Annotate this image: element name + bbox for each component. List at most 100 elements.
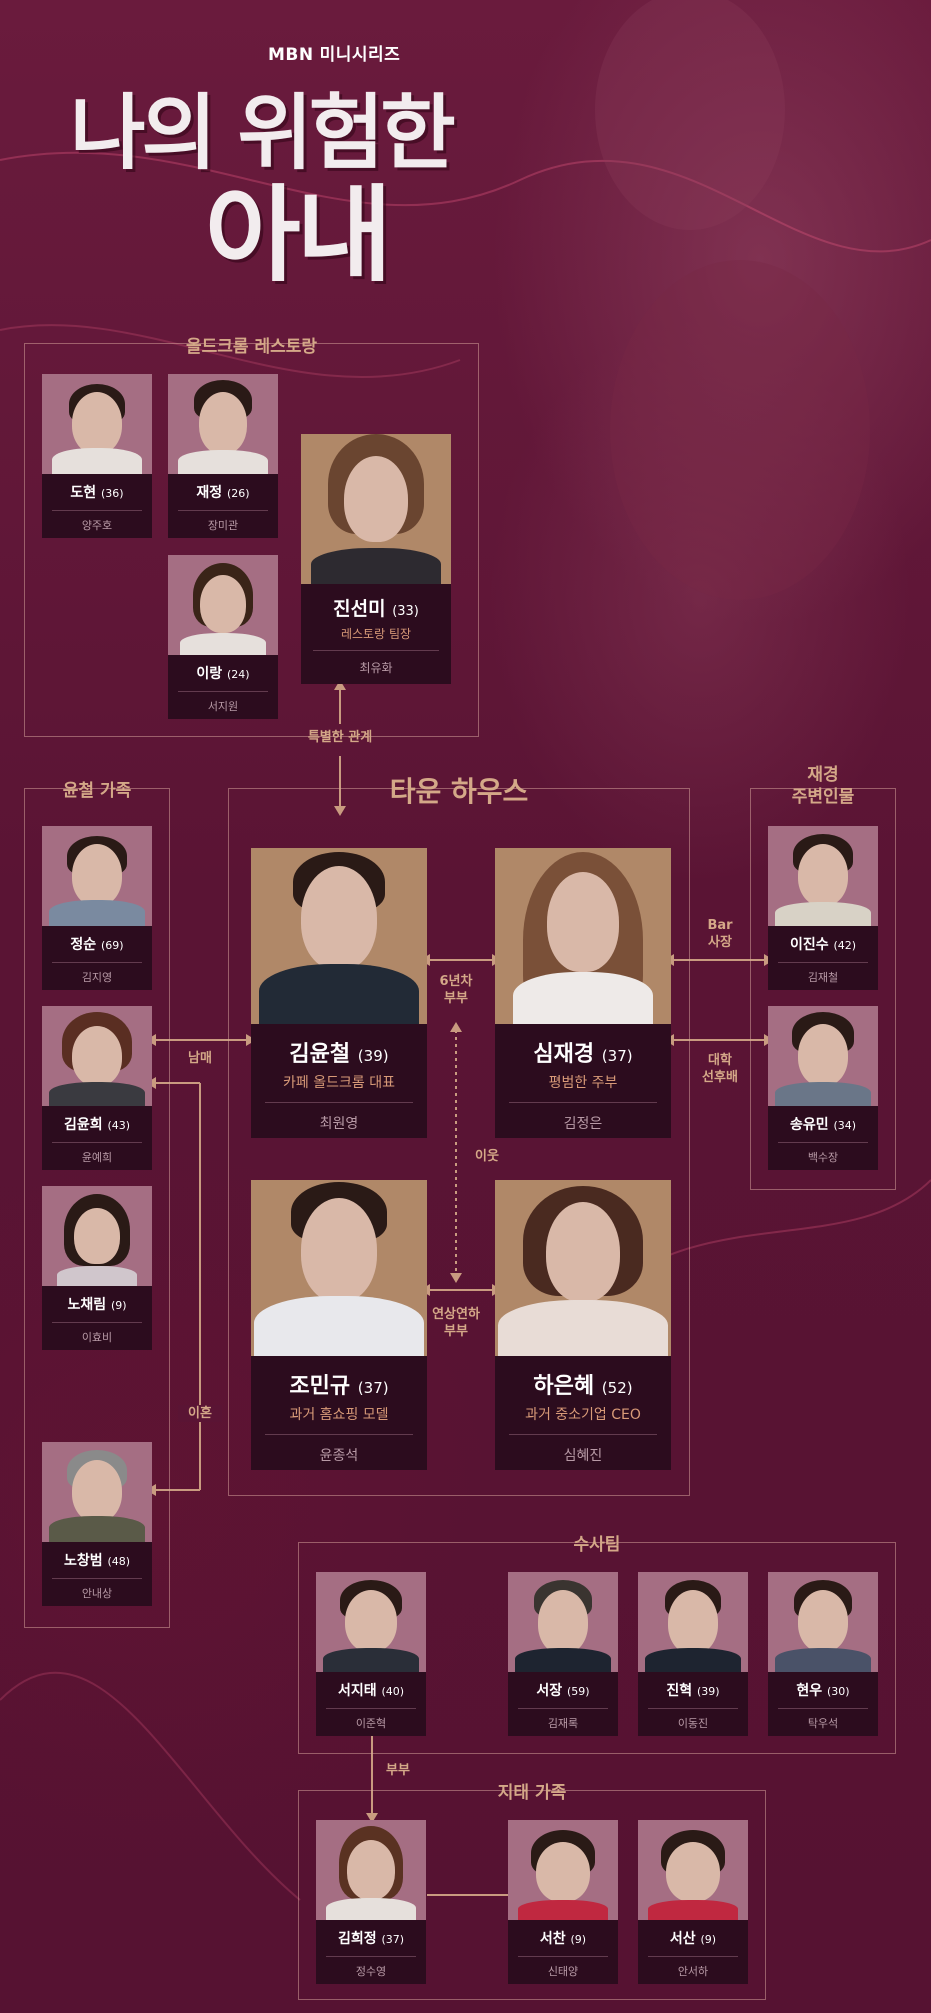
jinsunmi-role: 레스토랑 팀장 <box>340 627 412 641</box>
hyunwoo-name: 현우 (30) <box>796 1683 850 1699</box>
card-nochaerim[interactable]: 노채림 (9)이효비 <box>42 1186 152 1350</box>
relation-couple: 부부 <box>386 1763 410 1778</box>
card-dohyun[interactable]: 도현 (36)양주호 <box>42 374 152 538</box>
card-seojang[interactable]: 서장 (59) 김재록 <box>508 1572 618 1736</box>
nochaerim-actor: 이효비 <box>52 1322 142 1345</box>
seojitae-photo <box>316 1572 426 1672</box>
seochan-name: 서찬 (9) <box>539 1931 587 1947</box>
relation-special: 특별한 관계 <box>307 730 373 745</box>
card-leejinsoo[interactable]: 이진수 (42) 김재철 <box>768 826 878 990</box>
hyunwoo-photo <box>768 1572 878 1672</box>
jungsoon-name: 정순 (69) <box>70 937 124 953</box>
seojitae-name: 서지태 (40) <box>337 1683 405 1699</box>
card-songyumin[interactable]: 송유민 (34) 백수장 <box>768 1006 878 1170</box>
jaejung-actor: 장미관 <box>178 510 268 533</box>
nochangbum-name: 노창범 (48) <box>63 1553 131 1569</box>
kimyunhee-photo <box>42 1006 152 1106</box>
seosan-actor: 안서하 <box>648 1956 738 1979</box>
card-seochan[interactable]: 서찬 (9) 신태양 <box>508 1820 618 1984</box>
seojitae-actor: 이준혁 <box>326 1708 416 1731</box>
nochangbum-actor: 안내상 <box>52 1578 142 1601</box>
shimjaekyung-actor: 김정은 <box>509 1102 657 1133</box>
relation-divorce: 이혼 <box>178 1405 222 1422</box>
songyumin-photo <box>768 1006 878 1106</box>
kimyuncheol-name: 김윤철 (39) <box>289 1042 389 1067</box>
nochangbum-photo <box>42 1442 152 1542</box>
relation-neighbors: 이웃 <box>475 1149 499 1164</box>
card-jungsoon[interactable]: 정순 (69)김지영 <box>42 826 152 990</box>
shimjaekyung-role: 평범한 주부 <box>548 1075 618 1091</box>
card-seojitae[interactable]: 서지태 (40) 이준혁 <box>316 1572 426 1736</box>
group-jaekyung-people <box>750 788 896 1190</box>
seojang-photo <box>508 1572 618 1672</box>
jaejung-name: 재정 (26) <box>196 485 250 501</box>
haeunhye-photo <box>495 1180 671 1356</box>
irang-photo <box>168 555 278 655</box>
kimheejung-actor: 정수영 <box>326 1956 416 1979</box>
leejinsoo-actor: 김재철 <box>778 962 868 985</box>
seojang-actor: 김재록 <box>518 1708 608 1731</box>
songyumin-name: 송유민 (34) <box>789 1117 857 1133</box>
seosan-photo <box>638 1820 748 1920</box>
hyunwoo-actor: 탁우석 <box>778 1708 868 1731</box>
kimheejung-photo <box>316 1820 426 1920</box>
shimjaekyung-photo <box>495 848 671 1024</box>
kimyunhee-name: 김윤희 (43) <box>63 1117 131 1133</box>
jinsunmi-name: 진선미 (33) <box>333 598 419 620</box>
jinhyuk-name: 진혁 (39) <box>666 1683 720 1699</box>
irang-actor: 서지원 <box>178 691 268 714</box>
leejinsoo-name: 이진수 (42) <box>789 937 857 953</box>
jominkyu-name: 조민규 (37) <box>289 1374 389 1399</box>
jinhyuk-photo <box>638 1572 748 1672</box>
jinsunmi-photo <box>301 434 451 584</box>
haeunhye-role: 과거 중소기업 CEO <box>525 1407 641 1423</box>
jominkyu-role: 과거 홈쇼핑 모델 <box>289 1407 389 1423</box>
kimyuncheol-actor: 최원영 <box>265 1102 413 1133</box>
card-kimheejung[interactable]: 김희정 (37) 정수영 <box>316 1820 426 1984</box>
jinhyuk-actor: 이동진 <box>648 1708 738 1731</box>
kimheejung-name: 김희정 (37) <box>337 1931 405 1947</box>
group-investigation <box>298 1542 896 1754</box>
songyumin-actor: 백수장 <box>778 1142 868 1165</box>
jinsunmi-actor: 최유화 <box>313 650 439 676</box>
jaejung-photo <box>168 374 278 474</box>
group-restaurant <box>24 343 479 737</box>
group-jitae-family <box>298 1790 766 2000</box>
card-irang[interactable]: 이랑 (24)서지원 <box>168 555 278 719</box>
card-hyunwoo[interactable]: 현우 (30) 탁우석 <box>768 1572 878 1736</box>
haeunhye-name: 하은혜 (52) <box>533 1374 633 1399</box>
seochan-photo <box>508 1820 618 1920</box>
group-label-investigation: 수사팀 <box>573 1535 621 1555</box>
haeunhye-actor: 심혜진 <box>509 1434 657 1465</box>
drama-title-line1: 나의 위험한 <box>70 86 456 181</box>
card-jaejung[interactable]: 재정 (26) 장미관 <box>168 374 278 538</box>
relation-siblings: 남매 <box>188 1051 212 1066</box>
kimyuncheol-role: 카페 올드크롬 대표 <box>283 1075 395 1091</box>
group-label-yuncheol-family: 윤철 가족 <box>62 781 132 801</box>
kimyuncheol-photo <box>251 848 427 1024</box>
shimjaekyung-name: 심재경 (37) <box>533 1042 633 1067</box>
card-haeunhye[interactable]: 하은혜 (52) 과거 중소기업 CEO 심혜진 <box>495 1180 671 1470</box>
group-label-townhouse: 타운 하우스 <box>389 775 529 808</box>
seochan-actor: 신태양 <box>518 1956 608 1979</box>
card-kimyunhee[interactable]: 김윤희 (43) 윤예희 <box>42 1006 152 1170</box>
jominkyu-actor: 윤종석 <box>265 1434 413 1465</box>
card-jinhyuk[interactable]: 진혁 (39) 이동진 <box>638 1572 748 1736</box>
card-seosan[interactable]: 서산 (9) 안서하 <box>638 1820 748 1984</box>
seojang-name: 서장 (59) <box>536 1683 590 1699</box>
group-label-jitae-family: 지태 가족 <box>497 1783 567 1803</box>
kimyunhee-actor: 윤예희 <box>52 1142 142 1165</box>
leejinsoo-photo <box>768 826 878 926</box>
seosan-name: 서산 (9) <box>669 1931 717 1947</box>
group-label-restaurant: 올드크롬 레스토랑 <box>185 337 318 357</box>
card-nochangbum[interactable]: 노창범 (48) 안내상 <box>42 1442 152 1606</box>
